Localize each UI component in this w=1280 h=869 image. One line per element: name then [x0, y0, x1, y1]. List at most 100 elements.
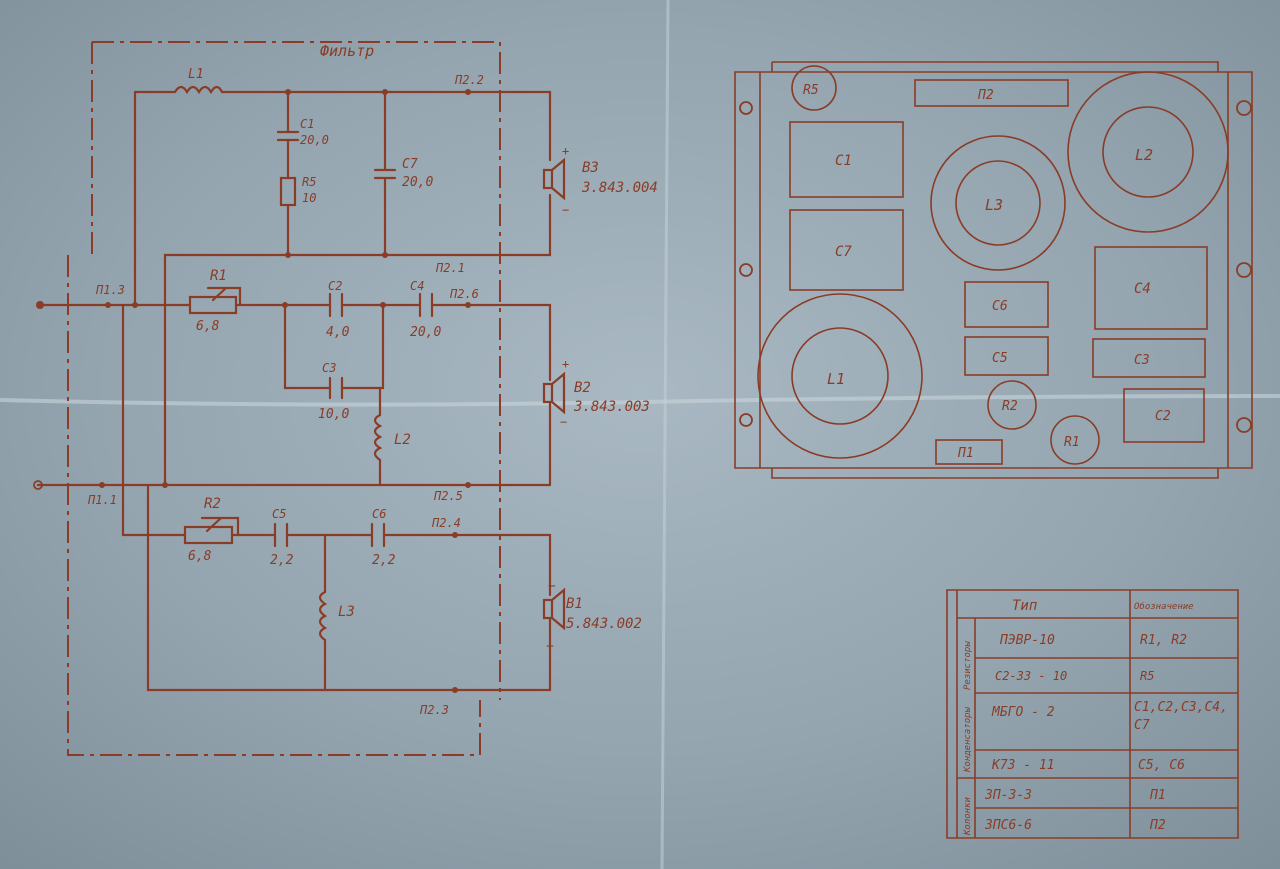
speaker-b2-code: 3.843.003 [573, 399, 650, 415]
table-row-type: С2-33 - 10 [995, 669, 1067, 683]
board-l2 [1067, 71, 1229, 233]
parts-table: Тип Обозначение Резисторы Конденсаторы К… [946, 589, 1239, 839]
board-c6 [964, 281, 1049, 328]
vertical-fold [660, 0, 670, 869]
table-group-speakers: Колонки [963, 796, 973, 836]
svg-text:C6: C6 [992, 299, 1008, 314]
svg-text:+: + [562, 144, 569, 158]
coil-l1-label: L1 [188, 67, 204, 82]
board-c7 [789, 209, 904, 291]
svg-text:−: − [562, 203, 569, 217]
svg-text:−: − [548, 579, 556, 594]
speaker-b2-label: B2 [574, 380, 591, 396]
svg-text:C3: C3 [1134, 353, 1150, 368]
board-c4 [1094, 246, 1208, 330]
resistor-r2-symbol [183, 525, 234, 545]
svg-text:+: + [546, 639, 554, 654]
resistor-r1-value: 6,8 [196, 319, 220, 334]
board-r5 [791, 65, 837, 111]
table-row-refs: C5, C6 [1138, 758, 1185, 773]
table-row-refs: R5 [1140, 669, 1154, 683]
table-group-capacitors: Конденсаторы [963, 706, 973, 773]
circuit-schematic: Фильтр L1 C1 20,0 R5 10 C7 20,0 П2.2 + −… [33, 41, 658, 756]
svg-text:П2: П2 [977, 88, 994, 103]
table-group-resistors: Резисторы [963, 641, 973, 690]
board-l3 [930, 135, 1066, 271]
svg-text:L2: L2 [1135, 146, 1153, 164]
coil-l3-symbol [318, 590, 328, 642]
speaker-b3-symbol [542, 168, 554, 190]
coil-l1-symbol [173, 85, 224, 95]
board-l1 [757, 293, 923, 459]
svg-text:R2: R2 [1002, 399, 1018, 414]
filter-boundary [67, 41, 501, 756]
resistor-r5-symbol [279, 176, 297, 207]
board-layout: R5 П2 L2 C1 L3 C7 C4 C6 C5 C3 L1 R2 R1 C… [734, 61, 1253, 479]
connector-p2-3: П2.3 [419, 703, 449, 717]
cap-c2-label: C2 [328, 279, 342, 293]
cap-c1-label: C1 [300, 117, 314, 131]
svg-text:C5: C5 [992, 351, 1008, 366]
cap-c3-label: C3 [322, 361, 336, 375]
cap-c4-value: 20,0 [410, 325, 441, 340]
cap-c6-label: C6 [372, 507, 386, 521]
speaker-b1-code: 5.843.002 [566, 616, 642, 632]
svg-text:L1: L1 [827, 370, 845, 388]
connector-p2-1: П2.1 [435, 261, 465, 275]
svg-text:−: − [560, 415, 567, 429]
table-row-type: ЗПС6-6 [984, 818, 1032, 833]
svg-text:C4: C4 [1134, 281, 1151, 297]
cap-c5-value: 2,2 [270, 553, 294, 568]
board-c3 [1092, 338, 1206, 378]
board-c5 [964, 336, 1049, 376]
connector-p2-6: П2.6 [449, 287, 479, 301]
table-header-type: Тип [1012, 598, 1037, 614]
table-row-refs: R1, R2 [1140, 633, 1187, 648]
cap-c2-value: 4,0 [326, 325, 350, 340]
coil-l3-label: L3 [338, 604, 355, 620]
coil-l2-symbol [373, 413, 383, 462]
table-row-refs: П2 [1149, 818, 1166, 833]
svg-text:П1: П1 [957, 446, 974, 461]
resistor-r1-label: R1 [210, 268, 227, 284]
board-r1 [1050, 415, 1100, 465]
connector-p2-4: П2.4 [431, 516, 461, 530]
resistor-r1-symbol [188, 295, 238, 315]
cap-c3-value: 10,0 [318, 407, 349, 422]
board-r2 [987, 380, 1037, 430]
speaker-b1-symbol [542, 598, 554, 620]
table-row-refs: П1 [1149, 788, 1166, 803]
cap-c4-label: C4 [410, 279, 424, 293]
resistor-r5-label: R5 [302, 175, 316, 189]
coil-l2-label: L2 [394, 432, 411, 448]
svg-text:C2: C2 [1155, 409, 1171, 424]
board-c1 [789, 121, 904, 198]
speaker-b3-label: B3 [582, 160, 599, 176]
connector-p2-5: П2.5 [433, 489, 463, 503]
resistor-r5-value: 10 [302, 191, 316, 205]
table-row-type: ЗП-3-3 [984, 788, 1032, 803]
table-row-refs: C1,C2,C3,C4, C7 [1134, 700, 1228, 733]
horizontal-fold [0, 394, 1280, 407]
cap-c7-value: 20,0 [402, 175, 433, 190]
connector-p2-2: П2.2 [454, 73, 484, 87]
filter-title: Фильтр [320, 42, 374, 60]
svg-text:R1: R1 [1064, 435, 1080, 450]
board-c2 [1123, 388, 1205, 443]
svg-text:C7: C7 [835, 244, 852, 260]
resistor-r2-value: 6,8 [188, 549, 212, 564]
cap-c7-label: C7 [402, 157, 418, 172]
board-p2 [914, 79, 1069, 107]
table-row-type: К73 - 11 [991, 758, 1055, 773]
speaker-b3-code: 3.843.004 [581, 180, 658, 196]
resistor-r2-label: R2 [204, 496, 221, 512]
table-row-type: ПЭВР-10 [999, 633, 1055, 648]
table-row-type: МБГО - 2 [991, 705, 1055, 720]
table-header-designation: Обозначение [1134, 601, 1194, 612]
cap-c1-value: 20,0 [300, 133, 329, 147]
svg-text:L3: L3 [985, 196, 1003, 214]
cap-c6-value: 2,2 [372, 553, 396, 568]
board-p1 [935, 439, 1003, 465]
connector-p1-1: П1.1 [87, 493, 117, 507]
